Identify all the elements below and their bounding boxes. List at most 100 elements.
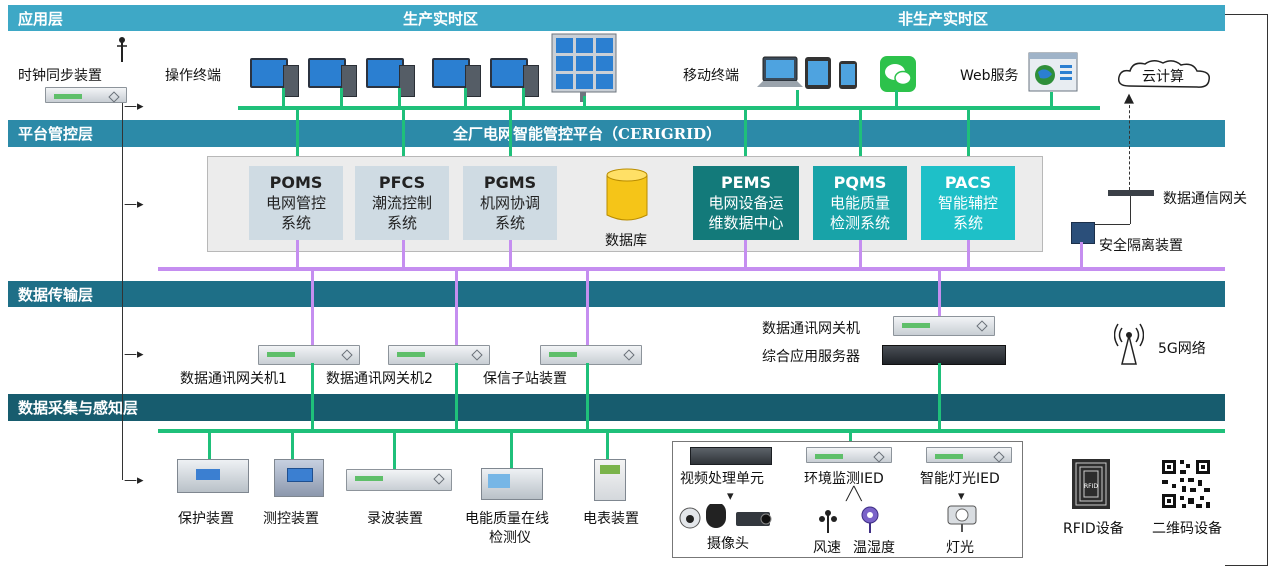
camera-label: 摄像头 — [707, 536, 749, 552]
pc-tower-icon — [399, 65, 415, 97]
platform-bus — [158, 267, 1225, 271]
cloud-link-dashed — [1129, 100, 1131, 190]
rfid-tag-text: RFID — [1084, 483, 1098, 490]
database-label: 数据库 — [605, 233, 647, 249]
system-pfcs-title: PFCS — [378, 173, 426, 192]
system-pqms-title: PQMS — [833, 173, 887, 192]
monitor-icon — [366, 58, 404, 88]
arrow-right-icon: —▸ — [124, 347, 144, 362]
system-pacs-line2: 系统 — [952, 214, 983, 232]
system-pacs-line1: 智能辅控 — [937, 194, 998, 212]
arrow-right-icon: —▸ — [124, 197, 144, 212]
application-bus — [238, 106, 1100, 110]
5g-network-label: 5G网络 — [1158, 341, 1206, 357]
rfid-tag-icon: RFID — [1072, 459, 1110, 509]
arrow-down-icon: ▾ — [727, 489, 734, 504]
system-pems-title: PEMS — [720, 173, 772, 192]
system-pems-line2: 维数据中心 — [708, 214, 784, 232]
gateway2-device — [388, 345, 490, 365]
system-pgms: PGMS 机网协调 系统 — [463, 166, 557, 240]
gateway2-label: 数据通讯网关机2 — [326, 371, 433, 387]
transmission-layer-band: 数据传输层 — [8, 281, 1225, 307]
clock-sync-label: 时钟同步装置 — [18, 68, 102, 84]
system-pacs: PACS 智能辅控 系统 — [921, 166, 1015, 240]
env-ied-label: 环境监测IED — [804, 471, 884, 487]
video-wall-icon — [551, 33, 617, 102]
acquisition-bus — [158, 429, 1225, 433]
cameras-icon — [679, 504, 772, 529]
protection-label: 保护装置 — [178, 511, 234, 527]
cloud-label: 云计算 — [1142, 69, 1184, 85]
application-layer-label: 应用层 — [18, 10, 64, 28]
database-icon — [606, 168, 648, 221]
gateway-device — [893, 316, 995, 336]
data-gateway-device — [1108, 190, 1154, 196]
system-poms-line2: 系统 — [280, 214, 311, 232]
gateway1-device — [258, 345, 360, 365]
arrow-down-icon: ╱╲ — [846, 487, 862, 502]
5g-tower-icon — [1114, 323, 1144, 365]
light-label: 灯光 — [946, 540, 974, 556]
pc-tower-icon — [283, 65, 299, 97]
temp-humidity-label: 温湿度 — [853, 540, 895, 556]
meter-device — [594, 459, 626, 501]
video-unit-label: 视频处理单元 — [680, 471, 764, 487]
system-pqms-line1: 电能质量 — [829, 194, 890, 212]
meter-label: 电表装置 — [583, 511, 639, 527]
mobile-terminal-label: 移动终端 — [683, 68, 739, 84]
rfid-label: RFID设备 — [1063, 521, 1124, 537]
lamp-icon — [947, 505, 977, 532]
auxiliary-devices-box — [672, 441, 1023, 558]
platform-layer-band: 平台管控层 全厂电网智能管控平台（CERIGRID） — [8, 120, 1225, 147]
operator-terminal-label: 操作终端 — [165, 68, 221, 84]
production-realtime-label: 生产实时区 — [403, 10, 479, 28]
acquisition-layer-band: 数据采集与感知层 — [8, 394, 1225, 421]
monitor-icon — [308, 58, 346, 88]
app-server-device — [882, 345, 1006, 365]
arrow-right-icon: —▸ — [124, 473, 144, 488]
pc-tower-icon — [465, 65, 481, 97]
app-server-label: 综合应用服务器 — [762, 349, 860, 365]
system-poms-title: POMS — [269, 173, 323, 192]
mobile-devices-icon — [757, 56, 857, 89]
non-production-realtime-label: 非生产实时区 — [898, 10, 989, 28]
measurement-control-device — [274, 459, 324, 497]
data-gateway-label: 数据通信网关 — [1163, 191, 1247, 207]
outer-bracket — [1225, 14, 1268, 566]
web-browser-icon — [1028, 52, 1078, 92]
system-pgms-title: PGMS — [483, 173, 537, 192]
qr-device-label: 二维码设备 — [1152, 521, 1222, 537]
env-ied-device — [806, 447, 892, 463]
acquisition-layer-label: 数据采集与感知层 — [18, 399, 139, 417]
platform-layer-label: 平台管控层 — [18, 125, 94, 143]
platform-title: 全厂电网智能管控平台（CERIGRID） — [453, 125, 722, 143]
security-isolation-label: 安全隔离装置 — [1099, 238, 1183, 254]
arrow-down-icon: ▾ — [958, 489, 965, 504]
system-pfcs: PFCS 潮流控制 系统 — [355, 166, 449, 240]
pc-tower-icon — [341, 65, 357, 97]
light-ied-device — [926, 447, 1012, 463]
relay-substation-label: 保信子站装置 — [483, 371, 567, 387]
wind-humidity-sensors-icon — [819, 506, 879, 533]
system-pgms-line1: 机网协调 — [479, 194, 540, 212]
wave-recording-label: 录波装置 — [367, 511, 423, 527]
system-poms-line1: 电网管控 — [265, 194, 326, 212]
system-pfcs-line1: 潮流控制 — [371, 194, 432, 212]
qr-code-icon — [1160, 458, 1212, 510]
monitor-icon — [250, 58, 288, 88]
transmission-layer-label: 数据传输层 — [18, 286, 94, 304]
cloud-icon — [1117, 60, 1210, 88]
system-poms: POMS 电网管控 系统 — [249, 166, 343, 240]
gateway-label: 数据通讯网关机 — [762, 321, 860, 337]
relay-substation-device — [540, 345, 642, 365]
application-layer-band: 应用层 生产实时区 非生产实时区 — [8, 5, 1225, 31]
gateway1-label: 数据通讯网关机1 — [180, 371, 287, 387]
system-pgms-line2: 系统 — [494, 214, 525, 232]
system-pfcs-line2: 系统 — [386, 214, 417, 232]
wechat-icon — [880, 56, 916, 92]
system-pqms-line2: 检测系统 — [829, 214, 890, 232]
antenna-icon — [117, 37, 127, 62]
web-service-label: Web服务 — [960, 68, 1019, 84]
clock-sync-line — [122, 100, 123, 480]
security-isolation-device — [1071, 222, 1095, 244]
